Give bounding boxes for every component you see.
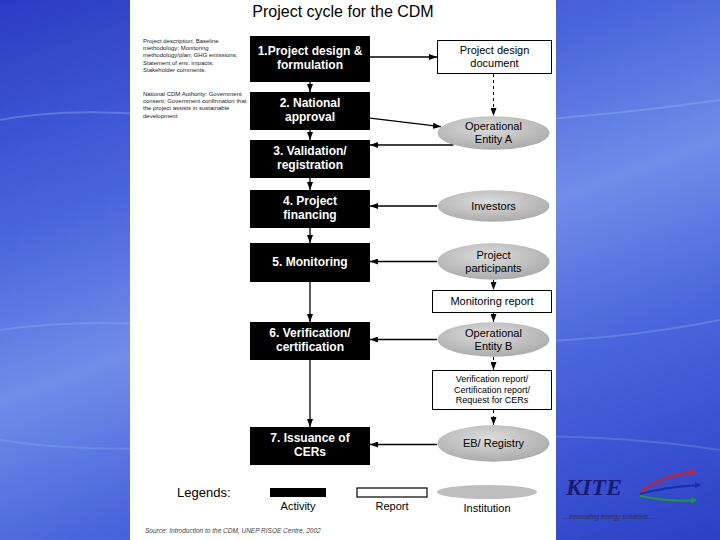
report-box: Verification report/ Certification repor… <box>432 370 552 410</box>
institution-ellipse: Operational Entity A <box>437 116 550 150</box>
ellipse-shape <box>438 243 550 279</box>
node-text: Operational Entity B <box>451 327 536 352</box>
legend-text: Report <box>347 500 437 512</box>
legend-swatch <box>437 485 537 499</box>
arrow-connector <box>370 205 437 206</box>
report-box: Project design document <box>437 40 552 74</box>
node-text: 5. Monitoring <box>272 256 347 270</box>
node-text-wrap: 7. Issuance of CERs <box>256 432 364 460</box>
legend-swatch <box>357 488 427 497</box>
legend-text: Activity <box>260 500 336 512</box>
arrow-connector <box>370 118 441 127</box>
node-text-wrap: Operational Entity B <box>451 327 536 352</box>
note-text: Project description; Baseline methodolog… <box>143 38 247 74</box>
arrow-connector <box>370 56 437 57</box>
legend-swatch <box>270 488 326 497</box>
activity-box: 7. Issuance of CERs <box>250 427 370 465</box>
activity-box: 6. Verification/ certification <box>250 322 370 360</box>
activity-box: 1.Project design & formulation <box>250 36 370 82</box>
source-note: Source: Introduction to the CDM, UNEP RI… <box>145 527 545 534</box>
node-text: 3. Validation/ registration <box>256 145 364 173</box>
activity-box: 2. National approval <box>250 92 370 130</box>
legend-heading: Legends: <box>177 485 231 500</box>
node-text-wrap: Verification report/ Certification repor… <box>438 374 546 405</box>
arrow-connector <box>370 444 437 445</box>
node-text-wrap: 3. Validation/ registration <box>256 145 364 173</box>
activity-box: 4. Project financing <box>250 190 370 228</box>
node-text-wrap: Project participants <box>451 249 536 274</box>
node-text: Operational Entity A <box>451 120 536 145</box>
node-text-wrap: Investors <box>471 200 516 213</box>
arrow-connector <box>309 360 310 427</box>
node-text: 7. Issuance of CERs <box>256 432 364 460</box>
node-text-wrap: 5. Monitoring <box>272 256 347 270</box>
logo-swoosh <box>640 485 700 494</box>
legend-text: Institution <box>427 502 547 514</box>
arrow-connector <box>309 130 310 140</box>
node-text: EB/ Registry <box>463 437 524 450</box>
dashed-connector <box>493 313 494 322</box>
note-text: National CDM Authority: Government conse… <box>143 91 247 120</box>
node-text-wrap: EB/ Registry <box>463 437 524 450</box>
institution-ellipse: Project participants <box>437 243 550 280</box>
ellipse-shape <box>438 190 550 221</box>
ellipse-shape <box>438 116 550 149</box>
arrow-connector <box>370 339 437 340</box>
node-text: Investors <box>471 200 516 213</box>
arrow-connector <box>309 178 310 190</box>
node-text-wrap: 6. Verification/ certification <box>256 327 364 355</box>
node-text-wrap: 1.Project design & formulation <box>256 45 364 73</box>
slide-title: Project cycle for the CDM <box>130 3 556 21</box>
node-text: Project participants <box>451 249 536 274</box>
arrow-connector <box>309 282 310 322</box>
ellipse-shape <box>438 322 550 356</box>
node-text: 6. Verification/ certification <box>256 327 364 355</box>
dashed-connector <box>493 280 494 290</box>
node-text: Project design document <box>443 44 546 69</box>
institution-ellipse: Operational Entity B <box>437 322 550 357</box>
activity-box: 3. Validation/ registration <box>250 140 370 178</box>
logo-swoosh <box>640 496 696 501</box>
dashed-connector <box>493 410 494 425</box>
node-text: 4. Project financing <box>256 195 364 223</box>
node-text-wrap: Project design document <box>443 44 546 69</box>
node-text: Verification report/ Certification repor… <box>438 374 546 405</box>
node-text-wrap: Operational Entity A <box>451 120 536 145</box>
arrow-connector <box>309 82 310 92</box>
activity-box: 5. Monitoring <box>250 243 370 282</box>
node-text-wrap: Monitoring report <box>450 295 533 308</box>
arrow-connector <box>309 228 310 243</box>
node-text-wrap: 4. Project financing <box>256 195 364 223</box>
institution-ellipse: Investors <box>437 190 550 222</box>
dashed-connector <box>493 74 494 116</box>
arrow-connector <box>370 261 437 262</box>
logo-tagline: ....innovating energy solutions.... <box>562 513 714 520</box>
dashed-connector <box>493 357 494 370</box>
node-text: 2. National approval <box>256 97 364 125</box>
logo-text: KITE <box>566 474 622 501</box>
institution-ellipse: EB/ Registry <box>437 425 550 462</box>
node-text: 1.Project design & formulation <box>256 45 364 73</box>
arrow-connector <box>370 144 453 145</box>
node-text-wrap: 2. National approval <box>256 97 364 125</box>
node-text: Monitoring report <box>450 295 533 308</box>
ellipse-shape <box>438 425 550 461</box>
report-box: Monitoring report <box>432 290 552 313</box>
